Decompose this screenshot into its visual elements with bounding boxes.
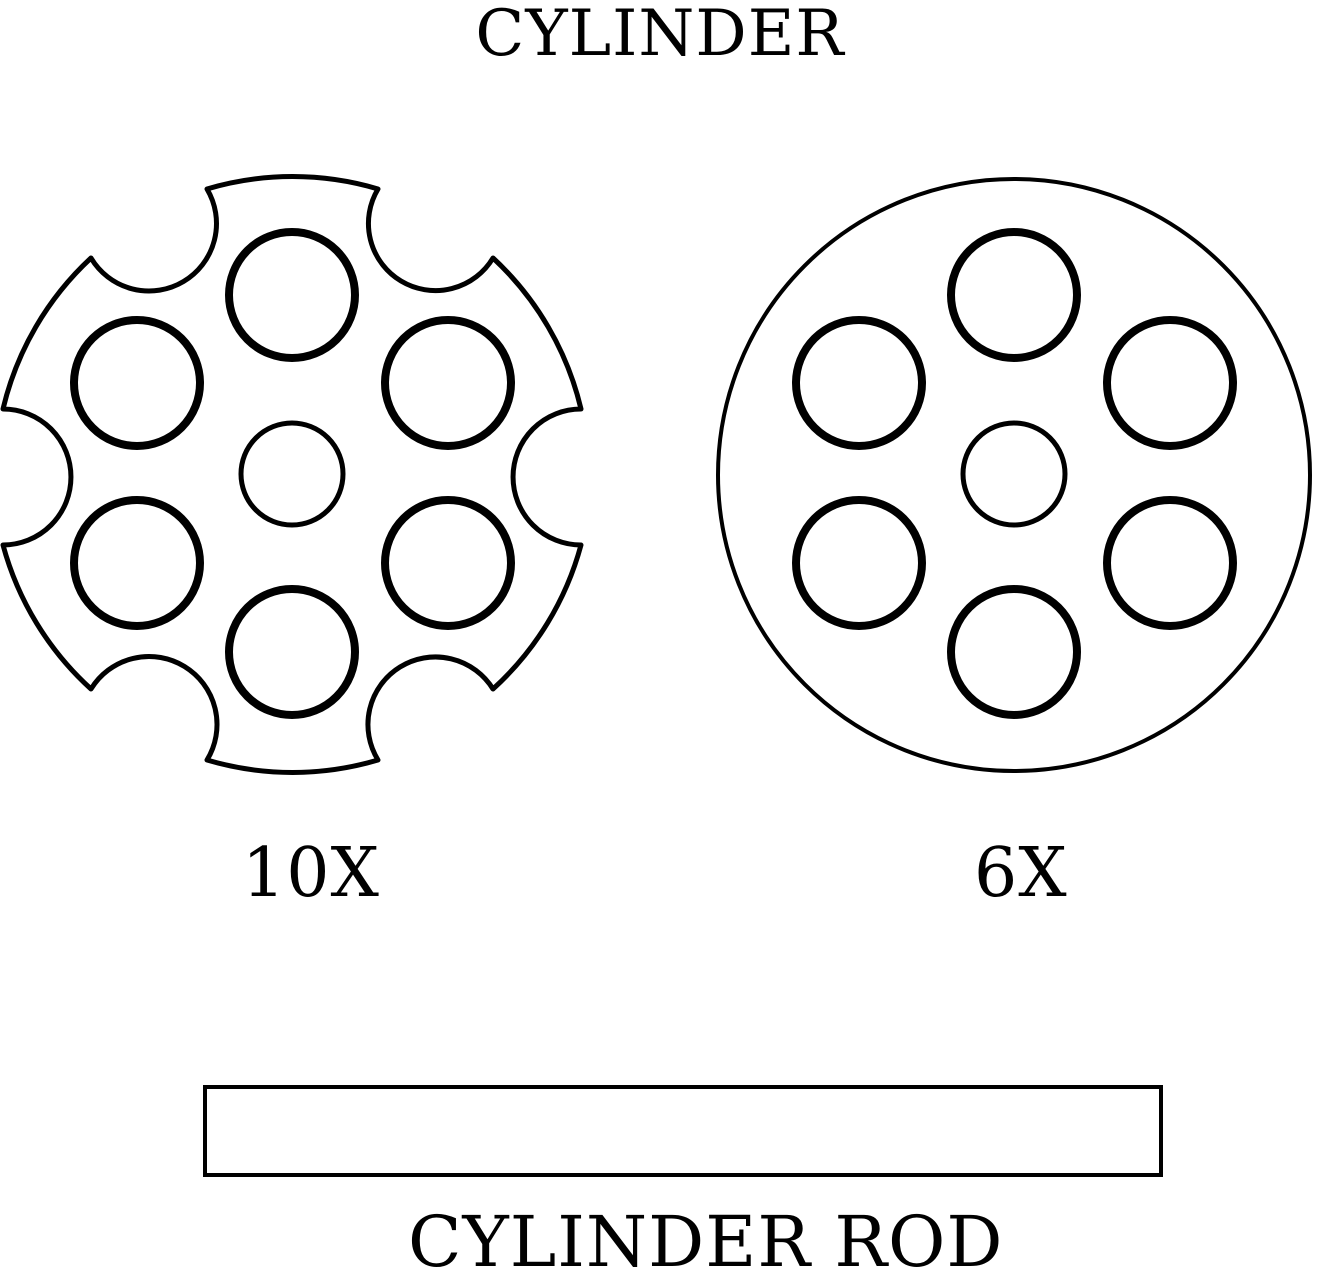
round-chamber-top xyxy=(947,228,1081,362)
cylinder-rod-shape xyxy=(203,1085,1163,1177)
fluted-chamber-bottom xyxy=(225,585,359,719)
fluted-chamber-upper-right xyxy=(381,316,515,450)
round-cylinder-quantity: 6X xyxy=(974,834,1068,913)
fluted-chamber-top xyxy=(225,228,359,362)
fluted-cylinder-shape xyxy=(0,174,584,775)
fluted-center-hole xyxy=(238,420,346,528)
fluted-chamber-upper-left xyxy=(70,316,204,450)
round-chamber-bottom xyxy=(947,585,1081,719)
fluted-cylinder-quantity: 10X xyxy=(242,834,380,913)
fluted-cylinder-outline xyxy=(0,174,584,775)
round-chamber-lower-right xyxy=(1103,496,1237,630)
round-chamber-lower-left xyxy=(792,496,926,630)
round-chamber-upper-right xyxy=(1103,316,1237,450)
fluted-chamber-lower-right xyxy=(381,496,515,630)
round-center-hole xyxy=(960,420,1068,528)
diagram-title: CYLINDER xyxy=(475,0,845,71)
cylinder-rod-label: CYLINDER ROD xyxy=(408,1201,1004,1283)
round-cylinder-shape xyxy=(716,177,1312,773)
round-chamber-upper-left xyxy=(792,316,926,450)
fluted-chamber-lower-left xyxy=(70,496,204,630)
round-cylinder-outline xyxy=(716,177,1312,773)
